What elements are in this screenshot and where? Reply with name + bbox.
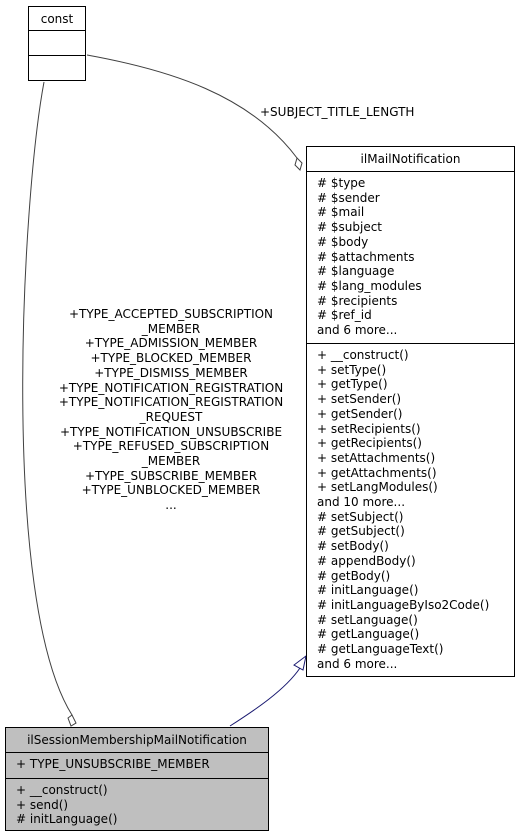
member-line: # $body [317,234,369,249]
class-name: const [29,7,85,31]
member-line: + getSender() [317,406,403,421]
member-line: # $ref_id [317,308,372,323]
member-line: +TYPE_NOTIFICATION_REGISTRATION [58,395,284,410]
member-line: and 6 more... [317,656,398,671]
attributes-section: # $type# $sender# $mail# $subject# $body… [307,172,514,344]
member-line: +TYPE_BLOCKED_MEMBER [90,351,252,366]
aggregation-diamond-session [67,714,77,727]
member-line: + getType() [317,377,388,392]
operations-section [29,56,85,81]
member-line: # $attachments [317,249,415,264]
class-ilsessionmembershipmailnotification[interactable]: ilSessionMembershipMailNotification + TY… [5,727,269,831]
member-line: _REQUEST [139,409,203,424]
member-line: + setType() [317,362,387,377]
member-line: + setSender() [317,392,402,407]
member-line: +TYPE_DISMISS_MEMBER [94,365,248,380]
member-line: # getLanguageText() [317,642,444,657]
member-line: # initLanguage() [16,812,118,827]
member-line: + TYPE_UNSUBSCRIBE_MEMBER [16,757,210,771]
edge-inheritance [229,667,301,727]
member-line: # setLanguage() [317,612,418,627]
class-const[interactable]: const [28,6,86,81]
member-line: # $mail [317,205,365,220]
member-line: # getLanguage() [317,627,420,642]
member-line: # $language [317,264,395,279]
member-line: + setRecipients() [317,421,421,436]
inheritance-arrowhead [293,654,307,671]
member-line: +TYPE_UNBLOCKED_MEMBER [81,483,261,498]
member-line: + send() [16,797,69,812]
member-line: _MEMBER [141,454,201,469]
aggregation-diamond-mail [294,157,303,171]
member-line: # initLanguageByIso2Code() [317,597,490,612]
member-line: # initLanguage() [317,583,419,598]
member-line: +TYPE_ADMISSION_MEMBER [84,336,258,351]
member-line: + getRecipients() [317,436,422,451]
class-ilmailnotification[interactable]: ilMailNotification # $type# $sender# $ma… [306,146,515,677]
member-line: +TYPE_NOTIFICATION_UNSUBSCRIBE [59,424,283,439]
member-line: + setAttachments() [317,450,436,465]
member-line: +TYPE_REFUSED_SUBSCRIPTION [72,439,270,454]
member-line: # $sender [317,190,380,205]
edge-type-constants [22,81,73,716]
member-line: # $type [317,176,366,190]
member-line: # $recipients [317,293,398,308]
member-line: + __construct() [16,783,108,797]
member-line: # getBody() [317,568,391,583]
member-line: + __construct() [317,348,409,362]
attributes-section [29,31,85,56]
member-line: _MEMBER [141,321,201,336]
member-line: # $lang_modules [317,278,422,293]
member-line: # appendBody() [317,553,416,568]
member-line: +TYPE_NOTIFICATION_REGISTRATION [58,380,284,395]
member-line: # getSubject() [317,524,405,539]
edge-subject-title-length [86,54,298,159]
attributes-section: + TYPE_UNSUBSCRIBE_MEMBER [6,753,268,779]
member-line: + setLangModules() [317,480,438,495]
member-line: # setBody() [317,539,389,554]
class-name: ilSessionMembershipMailNotification [6,728,268,753]
class-name: ilMailNotification [307,147,514,172]
edge-label-type-constants: +TYPE_ACCEPTED_SUBSCRIPTION_MEMBER+TYPE_… [40,307,302,513]
member-line: +TYPE_ACCEPTED_SUBSCRIPTION [68,307,274,321]
operations-section: + __construct()+ setType()+ getType()+ s… [307,344,514,671]
member-line: + getAttachments() [317,465,437,480]
member-line: +TYPE_SUBSCRIBE_MEMBER [84,468,258,483]
member-line: and 6 more... [317,323,398,338]
member-line: # setSubject() [317,509,404,524]
member-line: and 10 more... [317,495,406,510]
operations-section: + __construct()+ send()# initLanguage() [6,779,268,827]
member-line: ... [165,498,177,513]
member-line: # $subject [317,220,382,235]
edge-label-subject-title-length: +SUBJECT_TITLE_LENGTH [260,105,415,119]
